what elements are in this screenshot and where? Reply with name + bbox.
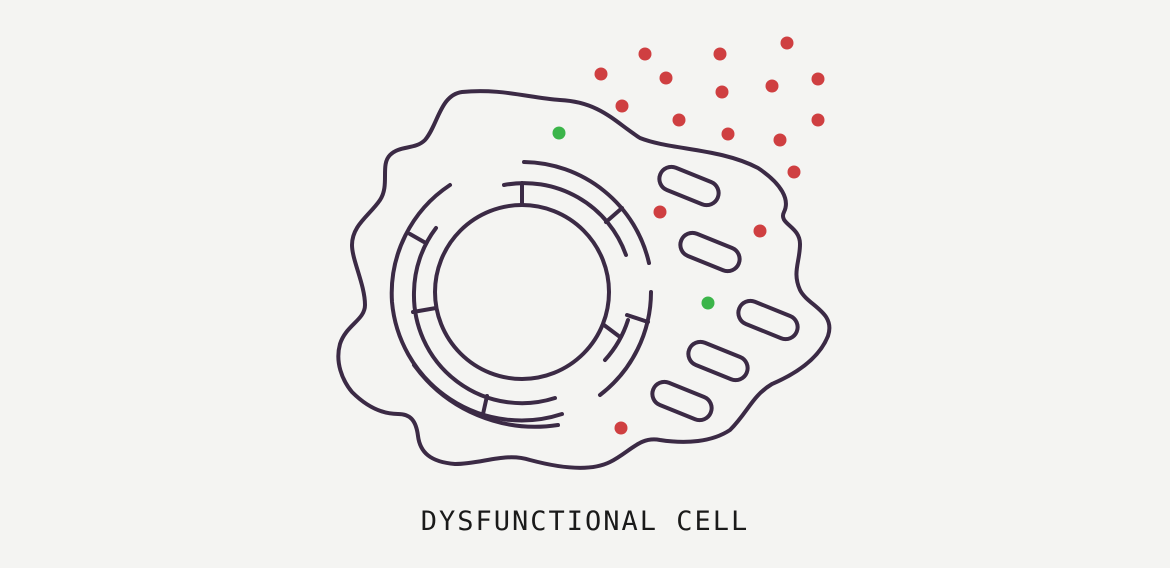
red-particle-icon bbox=[715, 85, 729, 99]
er-tick bbox=[602, 323, 622, 339]
red-particle-icon bbox=[713, 47, 727, 61]
mitochondrion-icon bbox=[650, 379, 714, 423]
er-tick bbox=[625, 313, 650, 324]
red-particle-icon bbox=[653, 205, 667, 219]
red-particle-icon bbox=[614, 421, 628, 435]
red-particle-icon bbox=[765, 79, 779, 93]
mitochondrion-icon bbox=[657, 164, 721, 208]
red-particle-icon bbox=[638, 47, 652, 61]
er-ring-middle-left bbox=[389, 183, 564, 423]
red-particle-icon bbox=[811, 113, 825, 127]
cell-membrane-icon bbox=[336, 89, 832, 470]
red-particle-icon bbox=[615, 99, 629, 113]
green-particle-icon bbox=[701, 296, 715, 310]
mitochondrion-icon bbox=[678, 230, 742, 274]
red-particle-icon bbox=[787, 165, 801, 179]
er-ring-inner-left bbox=[411, 226, 557, 406]
mitochondrion-icon bbox=[686, 339, 750, 383]
er-tick bbox=[411, 306, 438, 314]
nucleus-icon bbox=[433, 203, 611, 381]
er-tick bbox=[408, 232, 426, 244]
red-particle-icon bbox=[780, 36, 794, 50]
red-particle-icon bbox=[659, 71, 673, 85]
er-ring-middle-lower bbox=[598, 290, 653, 397]
green-particle-icon bbox=[552, 126, 566, 140]
red-particle-icon bbox=[773, 133, 787, 147]
er-ring-middle bbox=[522, 160, 651, 265]
diagram-caption: DYSFUNCTIONAL CELL bbox=[420, 506, 750, 537]
red-particle-icon bbox=[753, 224, 767, 238]
red-particle-icon bbox=[811, 72, 825, 86]
er-ring-inner-lower bbox=[603, 318, 630, 362]
mitochondrion-icon bbox=[736, 298, 800, 342]
er-tick bbox=[481, 394, 489, 416]
red-particle-icon bbox=[594, 67, 608, 81]
red-particle-icon bbox=[672, 113, 686, 127]
er-tick bbox=[604, 206, 624, 224]
red-particle-icon bbox=[721, 127, 735, 141]
er-ring-outer-bottom bbox=[412, 363, 560, 429]
